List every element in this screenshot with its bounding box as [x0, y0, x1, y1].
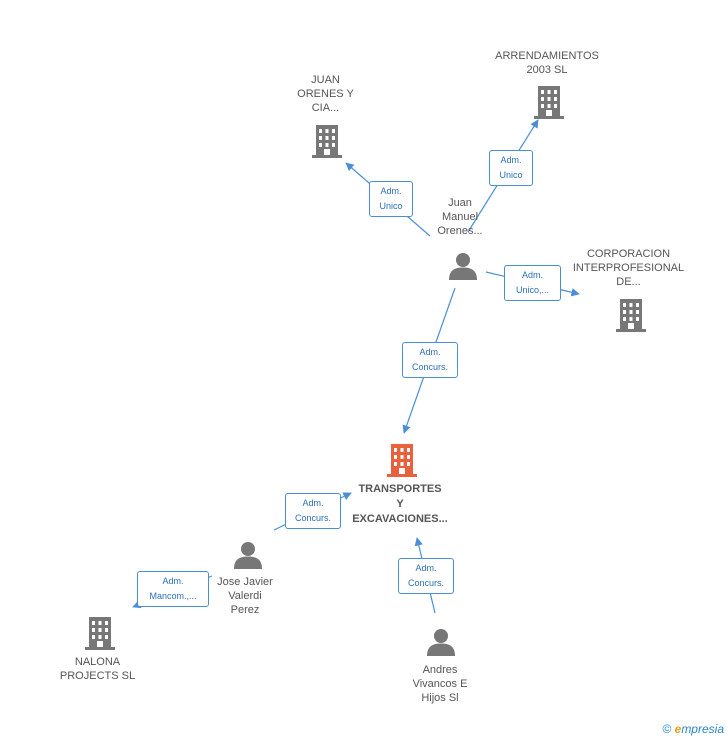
label-line: TRANSPORTES	[358, 483, 442, 495]
building-icon[interactable]	[615, 298, 647, 332]
edge-label-line: Unico	[499, 170, 523, 180]
edge-label-adm-unico[interactable]: Adm. Unico	[369, 181, 413, 217]
copyright-symbol: ©	[662, 722, 672, 736]
edge-label-line: Concurs.	[407, 578, 444, 588]
label-line: Y	[396, 498, 404, 510]
label-line: Manuel	[441, 211, 479, 223]
edge-label-line: Unico	[379, 201, 403, 211]
brand-name: mpresia	[681, 722, 724, 736]
label-line: ORENES Y	[297, 88, 354, 100]
node-label-juan-manuel[interactable]: Juan Manuel Orenes...	[420, 196, 500, 238]
edge-label-line: Adm.	[302, 498, 324, 508]
building-icon[interactable]	[311, 124, 343, 158]
person-icon[interactable]	[233, 541, 263, 569]
label-line: ARRENDAMIENTOS	[495, 50, 599, 62]
node-label-jose-javier[interactable]: Jose Javier Valerdi Perez	[200, 575, 290, 617]
label-line: EXCAVACIONES...	[352, 513, 448, 525]
edge-label-adm-concurs[interactable]: Adm. Concurs.	[285, 493, 341, 529]
empresia-footer[interactable]: © empresia	[662, 722, 724, 736]
edge-label-adm-unico[interactable]: Adm. Unico	[489, 150, 533, 186]
brand-initial: e	[674, 722, 682, 736]
label-line: Hijos Sl	[421, 692, 459, 704]
node-label-juan-orenes-cia[interactable]: JUAN ORENES Y CIA...	[278, 73, 373, 115]
label-line: Valerdi	[228, 590, 262, 602]
edge-label-line: Adm.	[419, 347, 441, 357]
building-icon[interactable]	[84, 616, 116, 650]
edge-label-line: Concurs.	[411, 362, 448, 372]
node-label-corporacion[interactable]: CORPORACION INTERPROFESIONAL DE...	[566, 247, 691, 289]
edge-label-line: Concurs.	[294, 513, 331, 523]
edge-label-adm-mancom[interactable]: Adm. Mancom.,...	[137, 571, 209, 607]
edge-label-adm-concurs[interactable]: Adm. Concurs.	[398, 558, 454, 594]
edge-label-adm-concurs[interactable]: Adm. Concurs.	[402, 342, 458, 378]
label-line: DE...	[616, 276, 641, 288]
edge-label-adm-unico[interactable]: Adm. Unico,...	[504, 265, 561, 301]
label-line: PROJECTS SL	[59, 670, 136, 682]
node-label-andres[interactable]: Andres Vivancos E Hijos Sl	[395, 663, 485, 705]
node-label-transportes[interactable]: TRANSPORTES Y EXCAVACIONES...	[335, 482, 465, 527]
person-icon[interactable]	[448, 252, 478, 280]
edge-label-line: Unico,...	[515, 285, 549, 295]
edge-label-line: Adm.	[521, 270, 543, 280]
label-line: Orenes...	[437, 225, 483, 237]
label-line: 2003 SL	[526, 64, 568, 76]
node-label-nalona[interactable]: NALONA PROJECTS SL	[50, 655, 145, 683]
main-company-building-icon[interactable]	[386, 443, 418, 477]
label-line: INTERPROFESIONAL	[572, 262, 685, 274]
person-icon[interactable]	[426, 628, 456, 656]
label-line: NALONA	[74, 656, 121, 668]
edge-label-line: Adm.	[380, 186, 402, 196]
edge-label-line: Adm.	[500, 155, 522, 165]
label-line: Perez	[230, 604, 260, 616]
building-icon[interactable]	[533, 85, 565, 119]
label-line: CIA...	[311, 102, 340, 114]
label-line: Juan	[448, 197, 472, 209]
label-line: CORPORACION	[586, 248, 671, 260]
edge-label-line: Adm.	[415, 563, 437, 573]
label-line: Jose Javier	[217, 576, 273, 588]
node-label-arrendamientos[interactable]: ARRENDAMIENTOS 2003 SL	[487, 49, 607, 77]
label-line: Vivancos E	[412, 678, 468, 690]
label-line: Andres	[422, 664, 458, 676]
edge-label-line: Mancom.,...	[149, 591, 197, 601]
label-line: JUAN	[311, 74, 340, 86]
edge-label-line: Adm.	[162, 576, 184, 586]
